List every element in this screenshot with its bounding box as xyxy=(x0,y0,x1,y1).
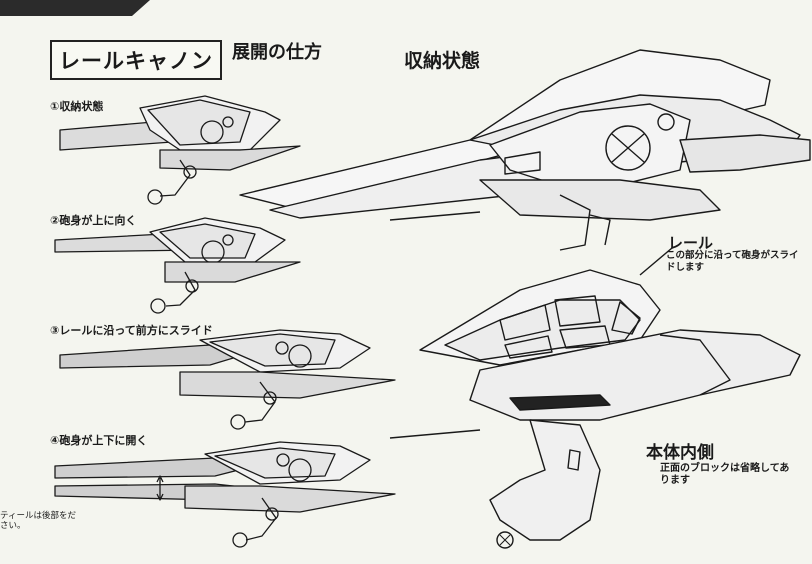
page-title: レールキャノン xyxy=(50,40,222,80)
stored-state-label: 収納状態 xyxy=(404,50,481,72)
corner-tab xyxy=(0,0,150,16)
diagram-step-4 xyxy=(54,441,396,548)
subtitle: 展開の仕方 xyxy=(232,42,322,63)
page-title-text: レールキャノン xyxy=(59,49,213,73)
diagram-inner-side xyxy=(389,247,801,549)
step-2-label: ②砲身が上に向く xyxy=(50,214,137,227)
diagram-step-3 xyxy=(59,329,396,430)
rail-label: レール xyxy=(668,234,714,252)
inner-side-description: 正面のブロックは省略してあります xyxy=(660,463,790,486)
inner-side-label: 本体内側 xyxy=(646,443,714,463)
diagram-step-1 xyxy=(59,95,301,205)
step-4-label: ④砲身が上下に開く xyxy=(50,434,148,447)
rail-description: この部分に沿って砲身がスライドします xyxy=(666,250,799,273)
diagram-step-2 xyxy=(54,217,301,314)
side-note: ティールは後部をださい。 xyxy=(0,511,76,531)
step-3-label: ③レールに沿って前方にスライド xyxy=(50,324,213,337)
diagram-stored-state xyxy=(239,49,811,251)
step-1-label: ①収納状態 xyxy=(50,100,104,113)
